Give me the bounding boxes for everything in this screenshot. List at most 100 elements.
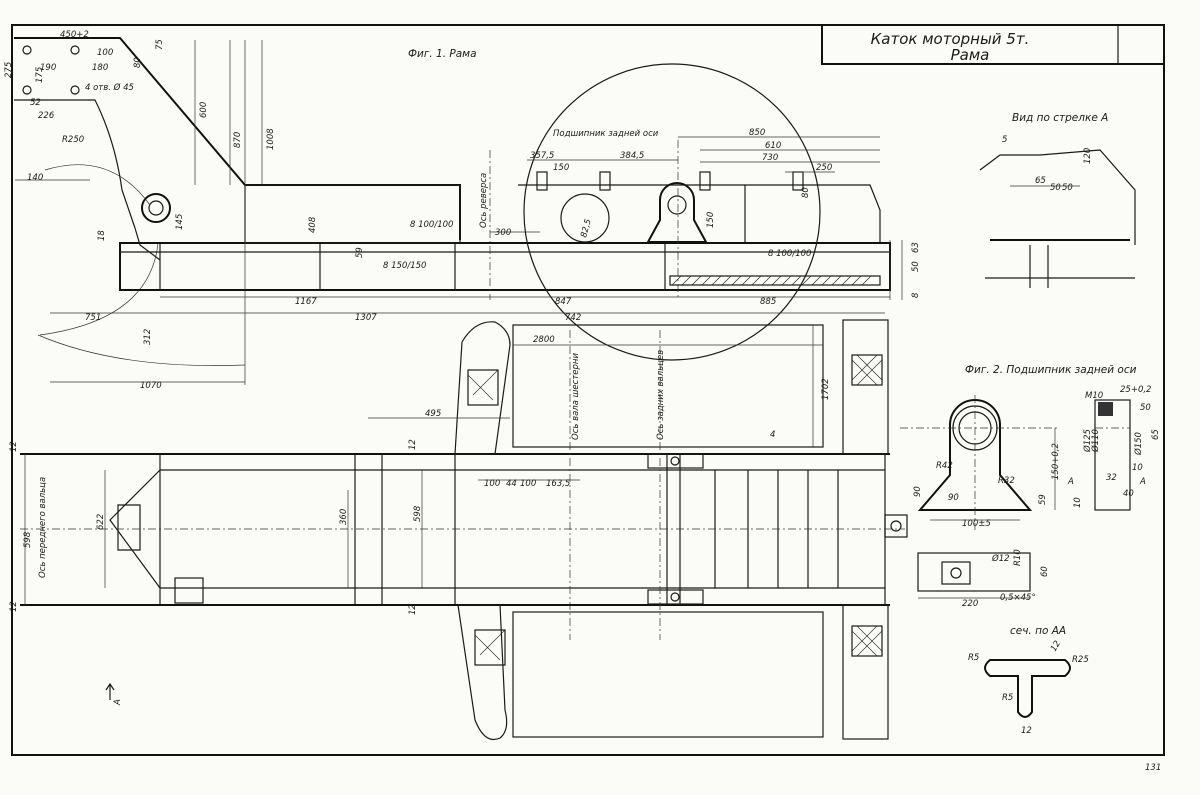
- dim-850: 850: [749, 128, 765, 138]
- dim-50: 50: [911, 261, 921, 272]
- dim-52: 52: [30, 98, 41, 108]
- frame-side-view: [14, 37, 903, 385]
- plan-view-dimensions: 2800 1702 495 12 12 12 12 100 44 100 163…: [9, 335, 831, 706]
- view-arrow-a: Вид по стрелке А 65 50 50 120 5: [979, 112, 1136, 288]
- dim-1307: 1307: [355, 313, 377, 323]
- bearing-chamfer: 0,5×45°: [1000, 593, 1036, 603]
- bearing-r32: R32: [998, 476, 1015, 486]
- sheet-number: 131: [1145, 763, 1161, 773]
- dim-140: 140: [27, 173, 43, 183]
- side-view-dimensions: 450+2 100 190 180 80 75 52 226 175 275 4…: [4, 30, 921, 391]
- dim-598b: 598: [413, 505, 423, 522]
- dim-360: 360: [339, 509, 349, 525]
- bearing-32: 32: [1106, 473, 1117, 483]
- dim-610: 610: [765, 141, 781, 151]
- fig1-caption: Фиг. 1. Рама: [408, 48, 477, 60]
- weld-4: 4: [770, 430, 775, 440]
- dim-730: 730: [762, 153, 778, 163]
- weld-2: 8 150/150: [383, 261, 426, 271]
- dim-12b: 12: [9, 601, 19, 612]
- view-a-dim-50b: 50: [1062, 183, 1073, 193]
- label-rear-rollers-axis: Ось задних вальцев: [656, 350, 666, 440]
- dim-80: 80: [133, 57, 143, 68]
- label-gear-shaft-axis: Ось вала шестерни: [571, 353, 581, 440]
- dim-312: 312: [143, 329, 153, 345]
- label-reverse-axis: Ось реверса: [479, 173, 489, 228]
- bearing-65: 65: [1151, 429, 1161, 440]
- section-r5b: R5: [1002, 693, 1013, 703]
- gear-opening: [560, 193, 610, 243]
- dim-175: 175: [35, 67, 45, 83]
- arrow-a-icon: [105, 682, 115, 700]
- dim-44: 44: [506, 479, 517, 489]
- dim-450: 450+2: [60, 30, 89, 40]
- dim-80b: 80: [801, 187, 811, 198]
- dim-12c: 12: [408, 439, 418, 450]
- upper-platform: [512, 324, 824, 448]
- dim-145: 145: [175, 214, 185, 230]
- lower-platform: [512, 611, 824, 738]
- bearing-dia125: Ø125: [1082, 429, 1093, 453]
- bearing-plan-view: [917, 552, 1031, 592]
- front-hub-circle: [141, 193, 171, 223]
- bearing-front-view: [917, 399, 1033, 511]
- dim-408: 408: [308, 216, 318, 233]
- bearing-dia110: Ø110: [1090, 429, 1101, 453]
- dim-622: 622: [96, 514, 106, 530]
- bearing-100: 100±5: [962, 519, 991, 529]
- section-a-right: А: [1139, 477, 1146, 487]
- dim-1070: 1070: [140, 381, 162, 391]
- dim-2800: 2800: [533, 335, 555, 345]
- bearing-10: 10: [1132, 463, 1143, 473]
- bearing-m10: M10: [1085, 391, 1103, 401]
- dim-180: 180: [92, 63, 108, 73]
- fig2-bearing: Фиг. 2. Подшипник задней оси R42 R32 90 …: [900, 364, 1161, 609]
- dim-150b: 150: [706, 212, 716, 228]
- bearing-150: 150+0,2: [1051, 443, 1061, 480]
- bearing-r42: R42: [936, 461, 953, 471]
- dim-100b: 100: [520, 479, 536, 489]
- bearing-59: 59: [1038, 494, 1048, 505]
- bearing-r10: R10: [1013, 549, 1023, 566]
- dim-12d: 12: [408, 604, 418, 615]
- title-block: Каток моторный 5т. Рама: [821, 25, 1164, 65]
- dim-751: 751: [85, 313, 101, 323]
- dim-600: 600: [199, 102, 209, 118]
- arrow-a-label: А: [113, 699, 123, 706]
- section-a-left: А: [1067, 477, 1074, 487]
- dim-1702: 1702: [821, 378, 831, 400]
- weld-3: 8 100/100: [768, 249, 811, 259]
- detail-circle: [523, 63, 821, 361]
- dim-598a: 598: [23, 531, 33, 548]
- section-r5a: R5: [968, 653, 979, 663]
- rear-axle-bearing: [646, 182, 708, 243]
- bearing-dia150: Ø150: [1133, 432, 1144, 456]
- dim-885: 885: [760, 297, 776, 307]
- weld-1: 8 100/100: [410, 220, 453, 230]
- view-a-dim-65: 65: [1035, 176, 1046, 186]
- bearing-40: 40: [1123, 489, 1134, 499]
- dim-75: 75: [155, 39, 165, 50]
- weld-5: 5: [1002, 135, 1007, 145]
- dim-1008: 1008: [266, 128, 276, 150]
- dim-holes: 4 отв. Ø 45: [85, 82, 134, 93]
- view-a-caption: Вид по стрелке А: [1012, 112, 1108, 124]
- section-12a: 12: [1049, 639, 1063, 653]
- dim-190: 190: [40, 63, 56, 73]
- dim-12a: 12: [9, 441, 19, 452]
- dim-250: 250: [816, 163, 832, 173]
- dim-8: 8: [911, 292, 921, 298]
- dim-18: 18: [97, 230, 107, 241]
- bearing-25: 25+0,2: [1120, 385, 1151, 395]
- bearing-dia12: Ø12: [991, 553, 1010, 564]
- dim-150a: 150: [553, 163, 569, 173]
- section-aa-caption: сеч. по АА: [1010, 625, 1066, 637]
- bearing-220: 220: [962, 599, 978, 609]
- dim-r250: R250: [62, 135, 84, 145]
- view-a-dim-50a: 50: [1050, 183, 1061, 193]
- dim-163-5: 163,5: [546, 479, 570, 489]
- dim-742: 742: [565, 313, 581, 323]
- dim-847: 847: [555, 297, 572, 307]
